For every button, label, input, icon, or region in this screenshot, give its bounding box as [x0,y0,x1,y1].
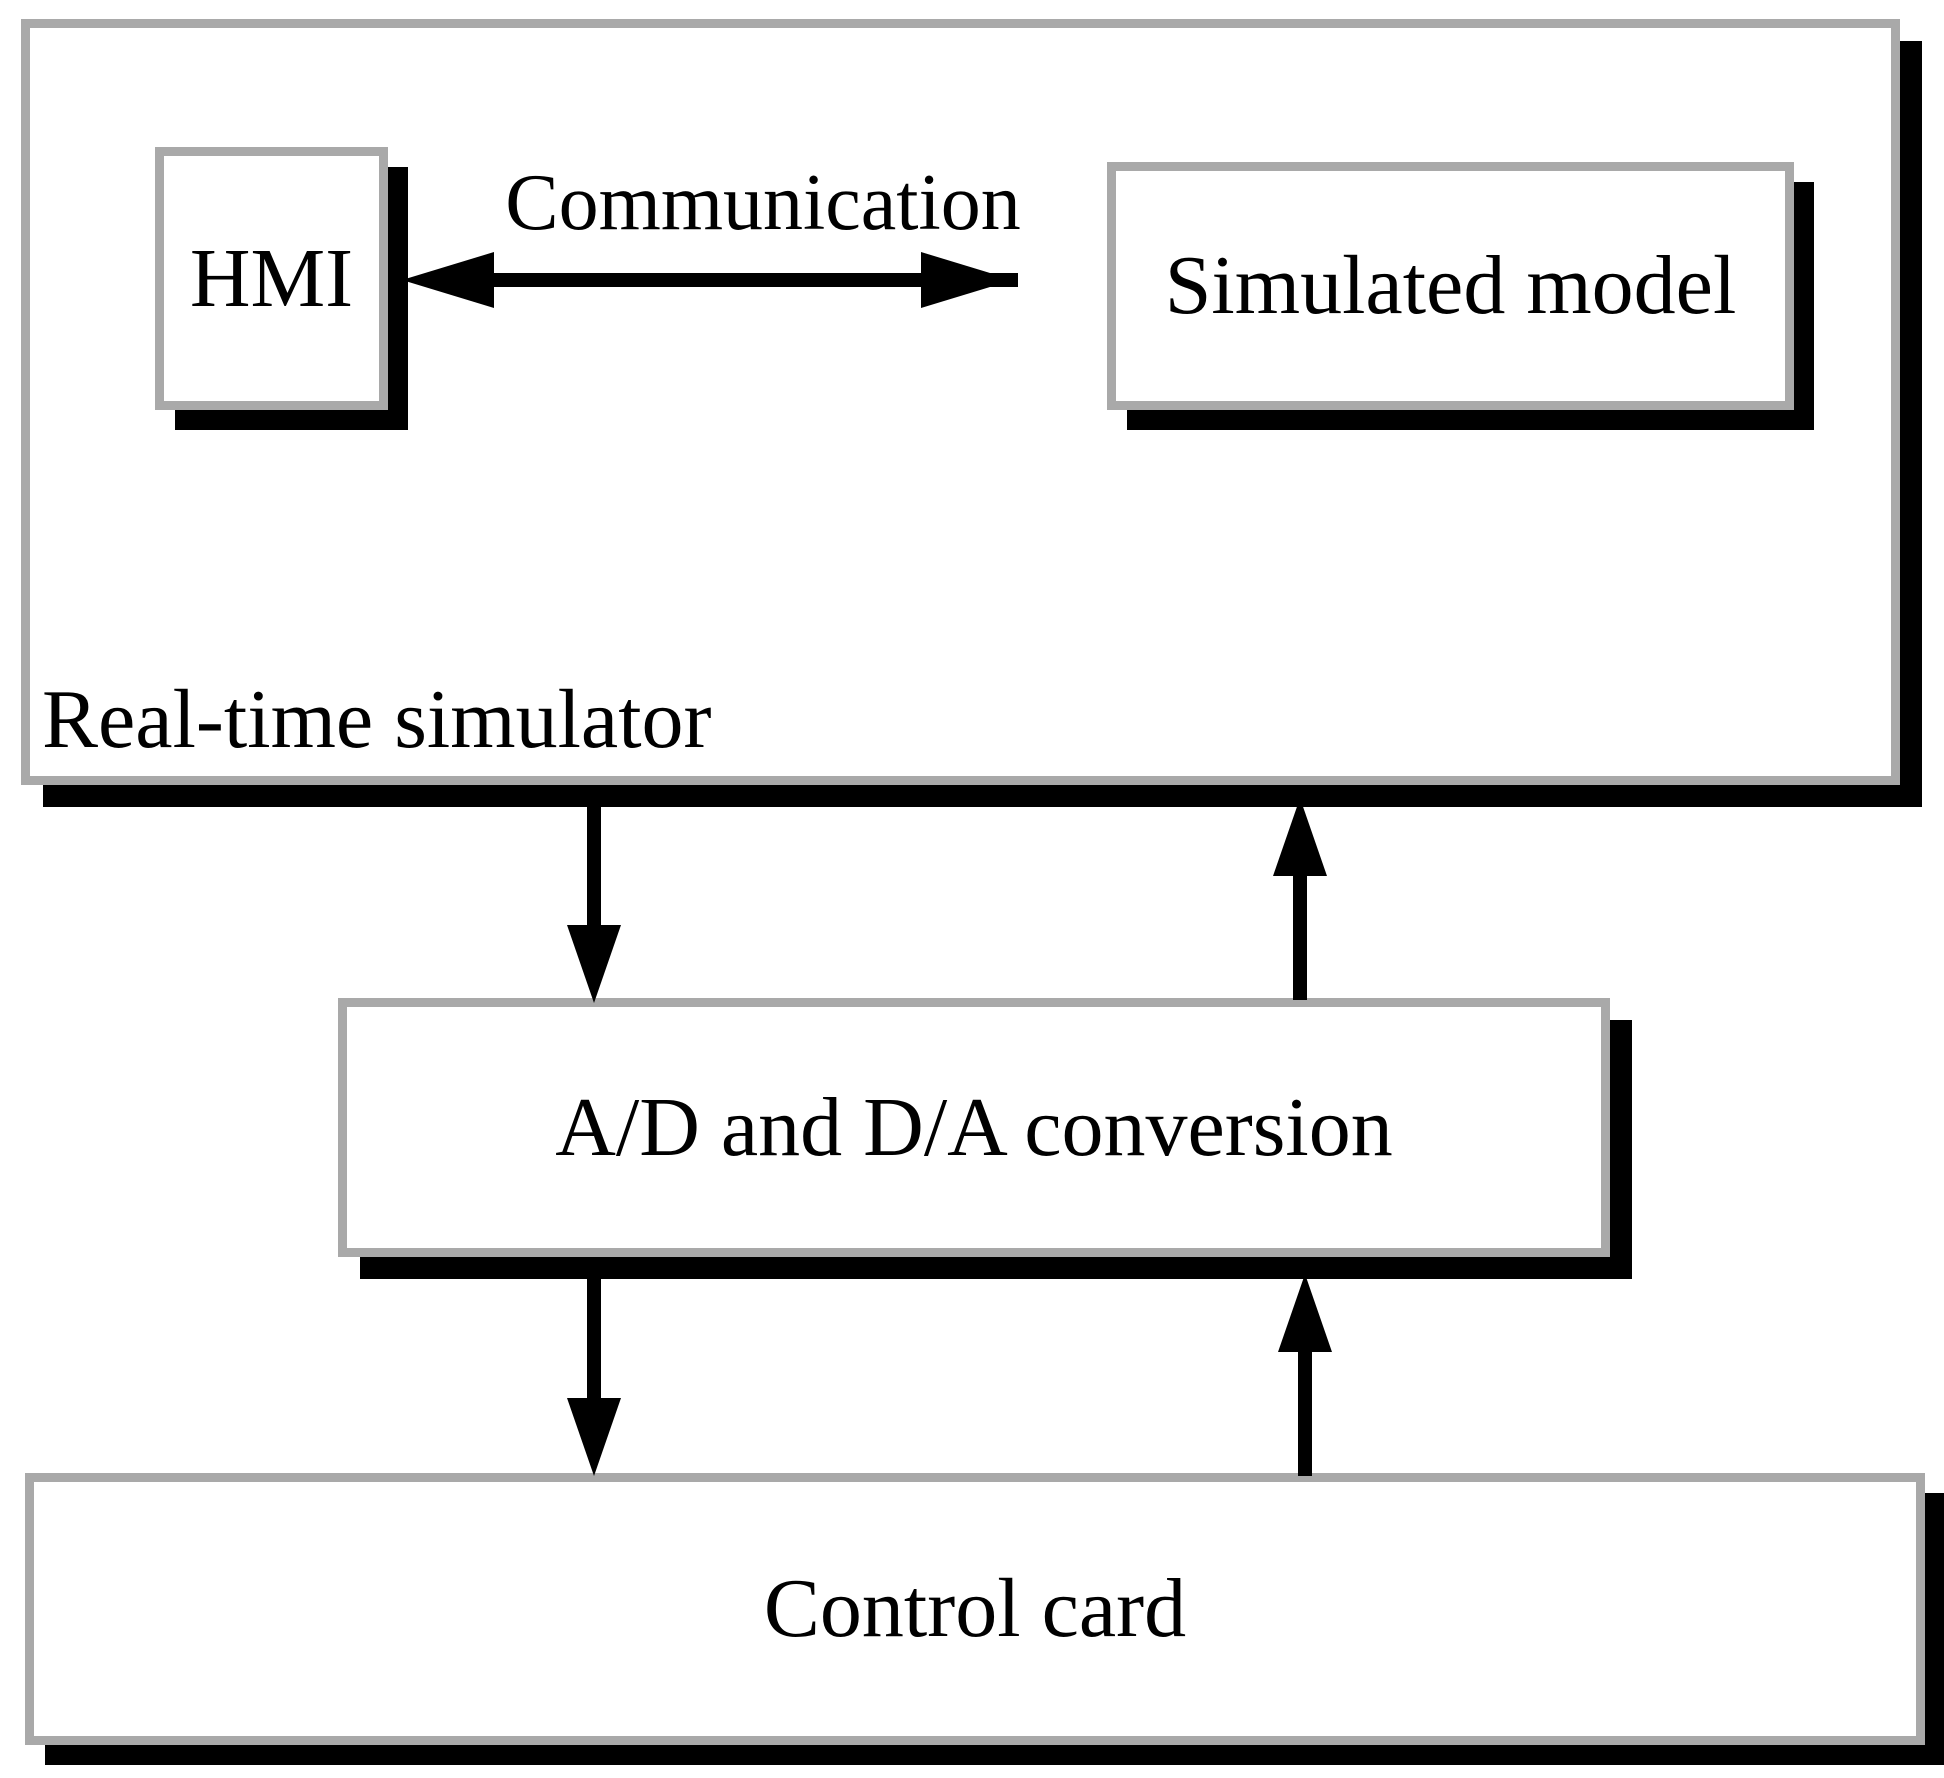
communication-arrow-line [488,273,1018,287]
arrowhead-up-icon [1278,1274,1332,1352]
arrow-line [587,795,601,935]
node-real-time-simulator: HMI Simulated model Communication Real-t… [21,19,1900,785]
hmi-label: HMI [189,231,354,325]
ad-da-conversion-label: A/D and D/A conversion [555,1080,1393,1174]
arrow-line [1298,1350,1312,1476]
arrow-line [587,1268,601,1408]
node-hmi: HMI [155,147,388,410]
real-time-simulator-label: Real-time simulator [42,673,712,766]
simulated-model-label: Simulated model [1164,239,1737,332]
control-card-label: Control card [763,1562,1187,1655]
arrow-line [1293,872,1307,1000]
arrowhead-down-icon [567,1398,621,1476]
communication-edge-label: Communication [505,159,1021,247]
node-simulated-model: Simulated model [1107,162,1794,410]
arrowhead-up-icon [1273,798,1327,876]
arrowhead-right-icon [921,252,1013,308]
arrowhead-left-icon [402,252,494,308]
node-control-card: Control card [25,1473,1925,1745]
node-ad-da-conversion: A/D and D/A conversion [338,998,1610,1257]
arrowhead-down-icon [567,925,621,1003]
